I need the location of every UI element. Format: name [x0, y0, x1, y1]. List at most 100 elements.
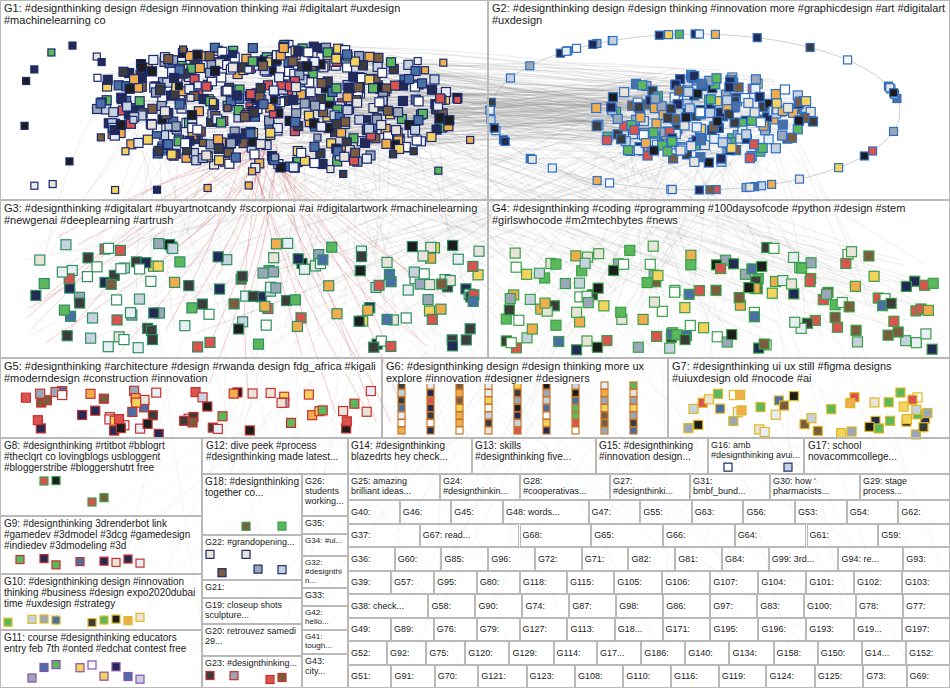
vertex-icon [218, 569, 226, 577]
vertex-icon [153, 186, 160, 193]
vertex-icon [303, 62, 312, 71]
vertex-icon [116, 424, 125, 433]
group-label-wrap: G1: #designthinking design #design #inno… [1, 1, 487, 28]
vertex-icon [164, 55, 173, 64]
group-label: G19: closeup shots sculpture... [205, 600, 282, 620]
vertex-icon [699, 323, 709, 333]
vertex-icon [649, 297, 659, 307]
vertex-icon [398, 96, 407, 105]
vertex-icon [143, 419, 152, 428]
group-label: G18: #designthinking together co... [205, 476, 299, 498]
tie-line [40, 65, 123, 275]
vertex-icon [436, 94, 445, 103]
vertex-icon [716, 404, 725, 413]
vertex-icon [747, 116, 756, 125]
vertex-icon [279, 43, 288, 52]
vertex-icon [427, 405, 434, 412]
tie-line [333, 82, 735, 578]
group-box: G17: school novacommcollege... [804, 438, 950, 474]
vertex-icon [602, 336, 612, 346]
group-label-wrap: G11: course #designthinking educators en… [1, 631, 201, 655]
vertex-icon [630, 427, 637, 434]
group-label-wrap: G31: bmbf_bund... [691, 475, 769, 497]
vertex-icon [378, 68, 387, 77]
vertex-icon [357, 252, 367, 262]
tie-line [540, 111, 743, 473]
group-box: G8: #designthinking #rtitbot #bblogrt #t… [0, 438, 202, 516]
vertex-icon [103, 75, 112, 84]
vertex-icon [706, 95, 715, 104]
vertex-icon [398, 412, 405, 419]
vertex-icon [112, 315, 122, 325]
group-box: G68: [520, 524, 592, 548]
vertex-icon [690, 157, 699, 166]
group-label: G6: #designthinking design #design think… [386, 360, 644, 384]
group-label-wrap: G5: #designthinking #architecture #desig… [1, 359, 381, 386]
vertex-icon [116, 120, 125, 129]
vertex-icon [514, 397, 521, 404]
vertex-icon [540, 298, 550, 308]
vertex-icon [686, 260, 696, 270]
group-label-wrap: G15: #designthinking #innovation design.… [597, 439, 707, 463]
tie-line [305, 89, 719, 444]
group-label-wrap: G12: dive peek #process #designthinking … [203, 439, 347, 463]
tie-line [118, 125, 367, 270]
vertex-icon [382, 314, 392, 324]
tie-line [378, 101, 724, 271]
vertex-icon [137, 63, 146, 72]
vertex-icon [100, 557, 108, 565]
vertex-icon [375, 98, 384, 107]
vertex-icon [147, 335, 157, 345]
group-label: G55: [643, 507, 663, 517]
group-label: G21: [205, 582, 225, 592]
vertex-icon [248, 57, 257, 66]
tie-line [271, 109, 407, 237]
vertex-icon [685, 104, 694, 113]
vertex-icon [337, 128, 346, 137]
vertex-icon [572, 420, 579, 427]
group-label: G14: #designthinking blazedrts hey check… [351, 440, 448, 462]
vertex-icon [620, 88, 629, 97]
group-label: G33: [305, 590, 325, 600]
group-label-wrap: G53: [796, 506, 820, 518]
vertex-icon [668, 137, 677, 146]
vertex-icon [705, 108, 714, 117]
group-box: G9: #designthinking 3drenderbot link #ga… [0, 516, 202, 574]
group-box: G67: read... [420, 524, 520, 548]
vertex-icon [860, 152, 868, 160]
vertex-icon [919, 423, 928, 432]
tie-line [633, 87, 766, 311]
vertex-icon [634, 103, 643, 112]
tie-line [17, 114, 636, 465]
vertex-icon [132, 398, 141, 407]
group-label-wrap: G9: #designthinking 3drenderbot link #ga… [1, 517, 201, 553]
vertex-icon [96, 99, 105, 108]
vertex-icon [522, 269, 532, 279]
vertex-icon [211, 66, 220, 75]
vertex-icon [768, 180, 776, 188]
group-box: G20: retrouvez samedi 29... [202, 624, 302, 656]
vertex-icon [226, 139, 235, 148]
vertex-icon [92, 262, 102, 272]
vertex-icon [229, 299, 239, 309]
vertex-icon [902, 415, 911, 424]
vertex-icon [269, 253, 279, 263]
group-box: G4: #designthinking #coding #programming… [488, 200, 950, 358]
vertex-icon [886, 416, 895, 425]
group-box: G64: [735, 524, 807, 548]
tie-line [290, 112, 927, 451]
group-label-wrap: G8: #designthinking #rtitbot #bblogrt #t… [1, 439, 201, 475]
vertex-icon [156, 86, 165, 95]
group-label: G43: city... [305, 656, 325, 676]
tie-line [15, 76, 752, 473]
vertex-icon [453, 254, 463, 264]
vertex-icon [649, 146, 658, 155]
group-label: G32: #designthin... [305, 558, 342, 585]
group-label-wrap: G41: tough... [303, 631, 347, 651]
vertex-icon [527, 324, 537, 334]
vertex-icon [797, 263, 807, 273]
vertex-icon [780, 85, 789, 94]
vertex-icon [908, 395, 917, 404]
vertex-icon [485, 427, 492, 434]
group-box: G5: #designthinking #architecture #desig… [0, 358, 382, 438]
